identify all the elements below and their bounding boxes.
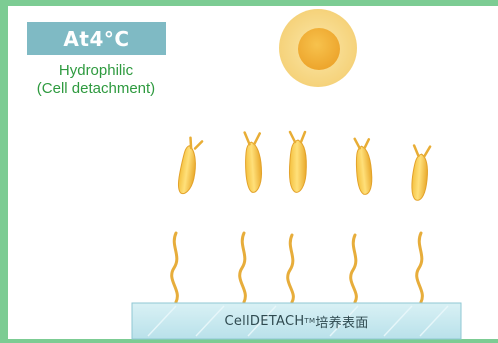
detached-cell-icon: [279, 9, 357, 87]
polymer-chain-icon: [172, 233, 423, 302]
surface-suffix: 培养表面: [315, 312, 368, 331]
hydrated-polymer-icon: [177, 131, 430, 200]
surface-name: CellDETACH: [224, 314, 304, 329]
trademark-mark: TM: [304, 317, 315, 325]
